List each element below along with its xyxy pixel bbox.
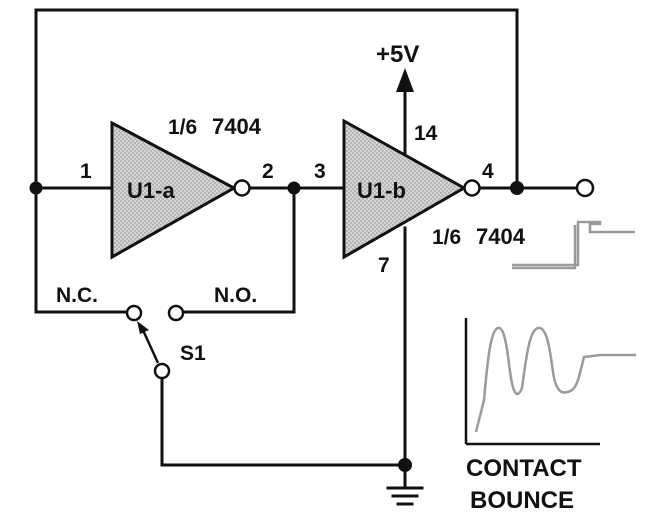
switch-common-wire — [160, 376, 407, 467]
switch-nc-contact — [125, 304, 143, 322]
gate-b-part-prefix: 1/6 — [432, 226, 461, 249]
gate-b-part-number: 7404 — [476, 224, 526, 249]
contact-bounce-graph — [464, 318, 636, 446]
pin-1-label: 1 — [80, 160, 92, 183]
output-terminal — [575, 178, 595, 198]
switch-no-contact — [167, 304, 185, 322]
switch-nc-label: N.C. — [56, 284, 98, 307]
inverter-u1a — [110, 120, 238, 260]
pin-3-label: 3 — [314, 160, 326, 183]
junction-dot — [287, 181, 301, 195]
no-branch-wire — [181, 186, 296, 314]
bounce-caption-line2: BOUNCE — [470, 487, 574, 514]
switch-common-contact — [153, 362, 171, 380]
junction-dot — [29, 181, 43, 195]
gate-b-name: U1-b — [357, 178, 406, 203]
switch-arm — [140, 327, 160, 364]
pin-2-label: 2 — [262, 160, 274, 183]
pin-7-label: 7 — [378, 254, 390, 277]
ground-icon — [386, 486, 424, 506]
gate-a-part-number: 7404 — [212, 114, 262, 139]
gate-a-name: U1-a — [127, 178, 175, 203]
bounce-waveform — [474, 326, 636, 433]
bounce-caption-line1: CONTACT — [466, 455, 582, 482]
switch-name-label: S1 — [180, 342, 206, 365]
pin-14-label: 14 — [414, 122, 438, 145]
junction-dot — [398, 458, 412, 472]
junction-dot — [510, 181, 524, 195]
switch-no-label: N.O. — [214, 284, 257, 307]
vcc-arrow-icon — [396, 68, 414, 92]
gate-a-part-prefix: 1/6 — [168, 116, 197, 139]
feedback-wire — [34, 8, 519, 314]
inverter-u1a-bubble — [233, 179, 251, 197]
inverter-u1b-bubble — [463, 179, 481, 197]
output-waveform-shadow — [512, 225, 577, 270]
pin-4-label: 4 — [482, 160, 494, 183]
switch-arm-arrow-icon — [137, 321, 149, 334]
output-waveform — [512, 220, 635, 267]
supply-label: +5V — [376, 41, 419, 68]
